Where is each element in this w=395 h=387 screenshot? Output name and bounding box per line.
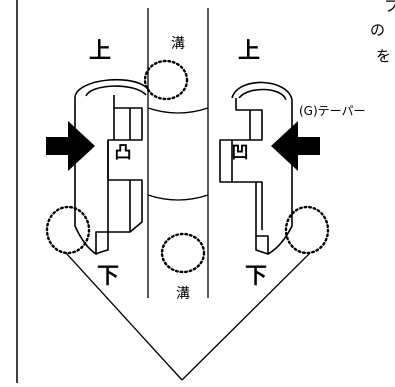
arrow-left-icon <box>271 121 320 171</box>
label-bottom-right: 下 <box>245 264 267 289</box>
label-top-left: 上 <box>89 39 111 64</box>
right-sleeve <box>219 81 293 255</box>
pointer-lines <box>65 252 311 381</box>
clipped-text-1: フ <box>384 0 395 15</box>
groove-circle-bottom <box>160 232 206 274</box>
label-taper: (G)テーパー <box>299 104 366 118</box>
detail-circle-right <box>284 205 330 255</box>
label-bottom-left: 下 <box>97 264 119 289</box>
detail-circle-left <box>45 205 91 255</box>
groove-circle-top <box>143 59 189 101</box>
label-groove-top: 溝 <box>171 36 185 52</box>
label-convex-mark: 凸 <box>115 143 132 163</box>
dotted-circles <box>45 59 330 274</box>
left-sleeve <box>74 78 151 255</box>
arrow-right-icon <box>46 121 95 171</box>
label-groove-bottom: 溝 <box>176 286 190 302</box>
label-top-right: 上 <box>238 39 260 64</box>
clipped-text-2: の <box>370 21 385 39</box>
label-concave-mark: 凹 <box>232 143 249 163</box>
clipped-text-3: を <box>376 47 391 65</box>
center-pipe <box>147 8 209 298</box>
